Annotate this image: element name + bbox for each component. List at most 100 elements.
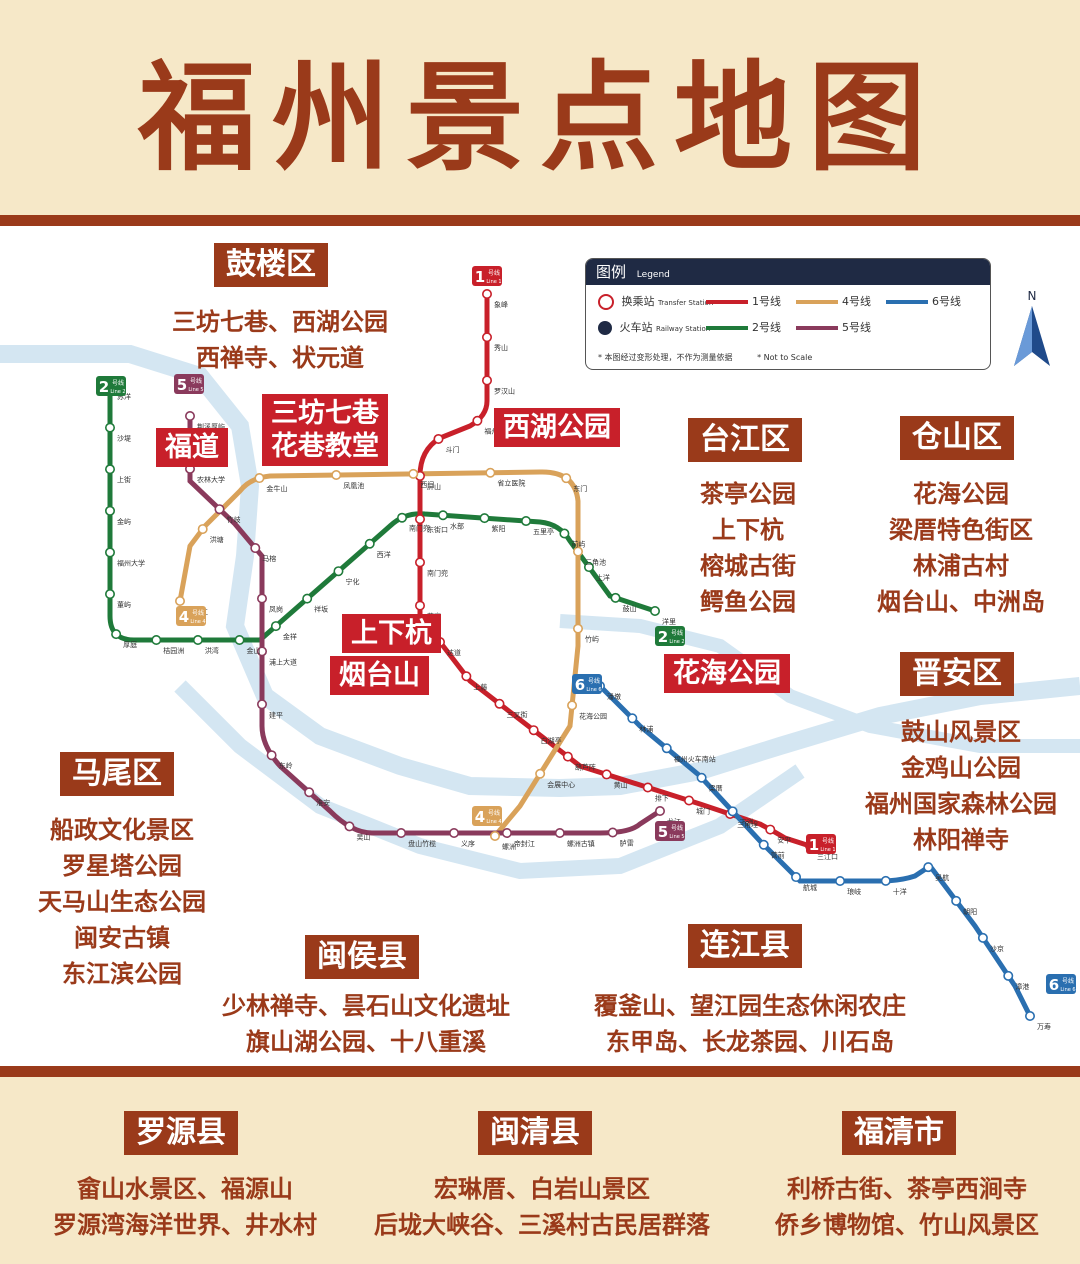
station-dot (572, 623, 583, 634)
station-dot (521, 516, 532, 527)
svg-text:Line 6: Line 6 (586, 687, 601, 693)
footer-counties: 罗源县 畲山水景区、福源山 罗源湾海洋世界、井水村 闽清县 宏琳厝、白岩山景区 … (0, 1077, 1080, 1264)
district-label-gulou: 鼓楼区 (214, 243, 328, 287)
district-spots-gulou: 三坊七巷、西湖公园 西禅寺、状元道 (172, 308, 388, 372)
station-name: 马榕 (262, 554, 276, 563)
station-dot (501, 827, 512, 838)
station-dot (175, 595, 186, 606)
station-dot (654, 805, 665, 816)
metro-network: 象峰秀山罗汉山福州火车站斗门屏山东街口南门兜茶亭达道上藤三叉街白湖亭葫芦阵黄山排… (0, 266, 1080, 1031)
district-spots-taijiang: 茶亭公园 上下杭 榕城古街 鳄鱼公园 (700, 480, 796, 616)
station-dot (880, 875, 891, 886)
station-dot (696, 772, 707, 783)
map-spot-xihu-park: 西湖公园 (494, 408, 620, 447)
legend-note: * 本图经过变形处理，不作为测量依据 * Not to Scale (598, 353, 813, 362)
legend-header: 图例 Legend (586, 259, 990, 285)
stations-layer (105, 288, 1036, 1021)
station-dot (256, 593, 267, 604)
station-dot (396, 827, 407, 838)
station-name: 上街 (117, 475, 131, 484)
station-name: 梁厝 (709, 784, 723, 793)
transfer-icon (598, 294, 614, 310)
station-name: 苏洋 (117, 392, 131, 401)
station-name: 省立医院 (497, 479, 525, 488)
station-name: 营前 (771, 851, 785, 860)
station-name: 朝阳 (963, 907, 977, 916)
station-dot (627, 713, 638, 724)
svg-text:号线: 号线 (190, 377, 202, 385)
legend-line-2-swatch (706, 326, 748, 330)
station-dot (567, 700, 578, 711)
station-dot (105, 464, 116, 475)
station-dot (765, 824, 776, 835)
station-dot (414, 557, 425, 568)
station-dot (1003, 970, 1014, 981)
station-name: 福州大学 (117, 558, 145, 567)
station-dot (414, 514, 425, 525)
svg-text:号线: 号线 (1062, 977, 1074, 985)
station-name: 盘山竹榄 (408, 839, 436, 848)
station-name: 浦上大道 (269, 657, 297, 666)
station-dot (397, 512, 408, 523)
station-dot (559, 528, 570, 539)
station-dot (481, 332, 492, 343)
svg-text:2: 2 (99, 378, 109, 396)
station-name: 董屿 (117, 600, 131, 609)
station-dot (758, 839, 769, 850)
svg-text:4: 4 (179, 608, 189, 626)
station-dot (192, 634, 203, 645)
page-title: 福州景点地图 (137, 48, 942, 187)
district-label-taijiang: 台江区 (688, 418, 802, 462)
station-dot (791, 872, 802, 883)
station-dot (302, 593, 313, 604)
svg-text:号线: 号线 (112, 379, 124, 387)
map-spot-fudao: 福道 (156, 428, 228, 467)
station-name: 五里亭 (533, 527, 554, 536)
station-dot (601, 769, 612, 780)
legend-line-5-swatch (796, 326, 838, 330)
station-dot (254, 473, 265, 484)
metro-map: 象峰秀山罗汉山福州火车站斗门屏山东街口南门兜茶亭达道上藤三叉街白湖亭葫芦阵黄山排… (0, 226, 1080, 1066)
legend-line-2: 2号线 (706, 319, 781, 335)
station-name: 祥坂 (314, 605, 328, 614)
station-name: 竹岐 (227, 515, 241, 524)
station-name: 建平 (269, 710, 283, 719)
station-dot (449, 827, 460, 838)
river-branch-south (174, 680, 805, 880)
station-name: 鼓山 (623, 604, 637, 613)
district-spots-minhou: 少林禅寺、昙石山文化遗址 旗山湖公园、十八重溪 (222, 992, 510, 1056)
station-name: 吴航 (935, 873, 949, 882)
station-name: 黄山 (614, 780, 628, 789)
station-dot (977, 932, 988, 943)
station-dot (528, 725, 539, 736)
station-dot (951, 895, 962, 906)
station-name: 吴山 (356, 832, 370, 841)
station-name: 荆溪厚屿 (197, 422, 225, 431)
station-dot (561, 473, 572, 484)
station-name: 洋里 (662, 617, 676, 626)
district-spots-minqing: 宏琳厝、白岩山景区 后垅大峡谷、三溪村古民居群落 (374, 1175, 710, 1239)
station-name: 沙京 (990, 944, 1004, 953)
district-spots-mawei: 船政文化景区 罗星塔公园 天马山生态公园 闽安古镇 东江滨公园 (38, 816, 206, 988)
station-dot (333, 566, 344, 577)
station-dot (214, 504, 225, 515)
station-name: 上洋 (596, 573, 610, 582)
station-dot (607, 827, 618, 838)
station-dot (684, 795, 695, 806)
svg-text:Line 2: Line 2 (110, 389, 125, 395)
station-name: 胪雷 (620, 839, 634, 848)
svg-text:Line 4: Line 4 (486, 819, 501, 825)
svg-text:号线: 号线 (192, 609, 204, 617)
station-name: 义序 (461, 839, 475, 848)
station-name: 屏山 (427, 482, 441, 491)
station-name: 帝封江 (514, 839, 535, 848)
station-dot (642, 782, 653, 793)
station-dot (489, 830, 500, 841)
